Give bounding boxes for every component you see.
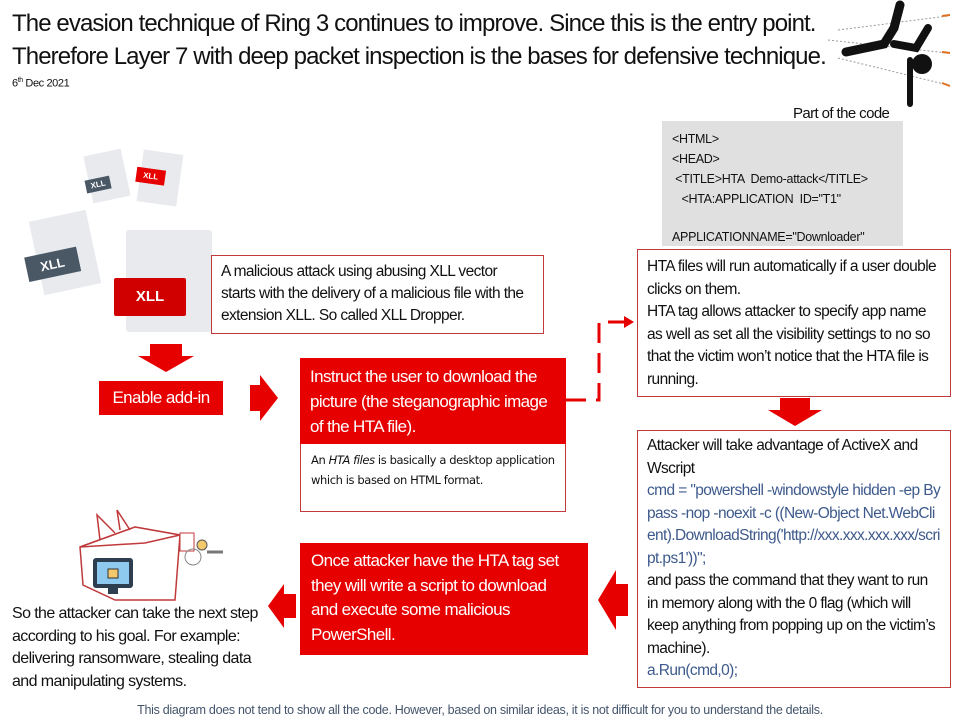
hta-note-emphasis: HTA files (328, 453, 375, 467)
xll-label: XLL (135, 166, 167, 186)
attacker-intro: Attacker will take advantage of ActiveX … (647, 437, 918, 477)
xll-label: XLL (114, 278, 186, 316)
date: 6th Dec 2021 (12, 77, 70, 90)
step-enable-addin: Enable add-in (99, 381, 223, 415)
left-arrow-icon (268, 584, 296, 628)
attacker-run: a.Run(cmd,0); (647, 662, 738, 679)
footer-note: This diagram does not tend to show all t… (137, 703, 823, 717)
right-arrow-icon (250, 375, 278, 421)
code-line: <HTML> (672, 132, 719, 146)
falling-figure-icon (828, 0, 951, 107)
hta-note-text: is basically a desktop application which… (311, 453, 555, 487)
code-line: APPLICATIONNAME="Downloader" (672, 230, 865, 244)
step-once-box: Once attacker have the HTA tag set they … (300, 543, 588, 655)
xll-file-icon-mid: XLL (24, 209, 102, 296)
title-line-2: Therefore Layer 7 with deep packet inspe… (12, 43, 827, 70)
stolen-data-bag-icon (79, 509, 223, 601)
xll-label: XLL (24, 246, 81, 283)
date-rest: Dec 2021 (22, 77, 70, 90)
code-line (672, 209, 893, 227)
xll-file-icon-red: XLL (135, 149, 184, 207)
hta-run-box: HTA files will run automatically if a us… (637, 249, 951, 397)
attacker-activex-box: Attacker will take advantage of ActiveX … (637, 430, 951, 688)
code-line: <HTA:APPLICATION ID="T1" (672, 192, 842, 206)
down-arrow-icon (768, 398, 822, 426)
title-line-1: The evasion technique of Ring 3 continue… (12, 10, 816, 37)
xll-file-icon-big: XLL (114, 230, 212, 332)
code-panel: <HTML> <HEAD> <TITLE>HTA Demo-attack</TIT… (662, 121, 903, 246)
xll-label: XLL (84, 175, 112, 194)
code-panel-label: Part of the code (793, 105, 890, 122)
hta-run-text: HTA files will run automatically if a us… (647, 258, 937, 298)
hta-note-box: An HTA files is basically a desktop appl… (300, 444, 566, 512)
next-step-text: So the attacker can take the next step a… (12, 605, 258, 690)
date-suffix: th (17, 77, 23, 84)
left-arrow-icon (598, 570, 628, 630)
step-instruct-box: Instruct the user to download the pictur… (300, 358, 566, 444)
dashed-connector-arrow (566, 316, 634, 402)
code-line: <TITLE>HTA Demo-attack</TITLE> (672, 172, 868, 186)
attacker-cmd: cmd = "powershell -windowstyle hidden -e… (647, 482, 941, 567)
xll-file-icon-small: XLL (83, 148, 131, 204)
hta-note-text: An (311, 453, 329, 467)
date-day: 6 (12, 77, 18, 90)
step-malicious-box: A malicious attack using abusing XLL vec… (211, 255, 544, 334)
attacker-pass: and pass the command that they want to r… (647, 572, 936, 657)
down-arrow-icon (138, 344, 194, 372)
code-line: <HEAD> (672, 152, 720, 166)
hta-tag-text: HTA tag allows attacker to specify app n… (647, 303, 931, 388)
